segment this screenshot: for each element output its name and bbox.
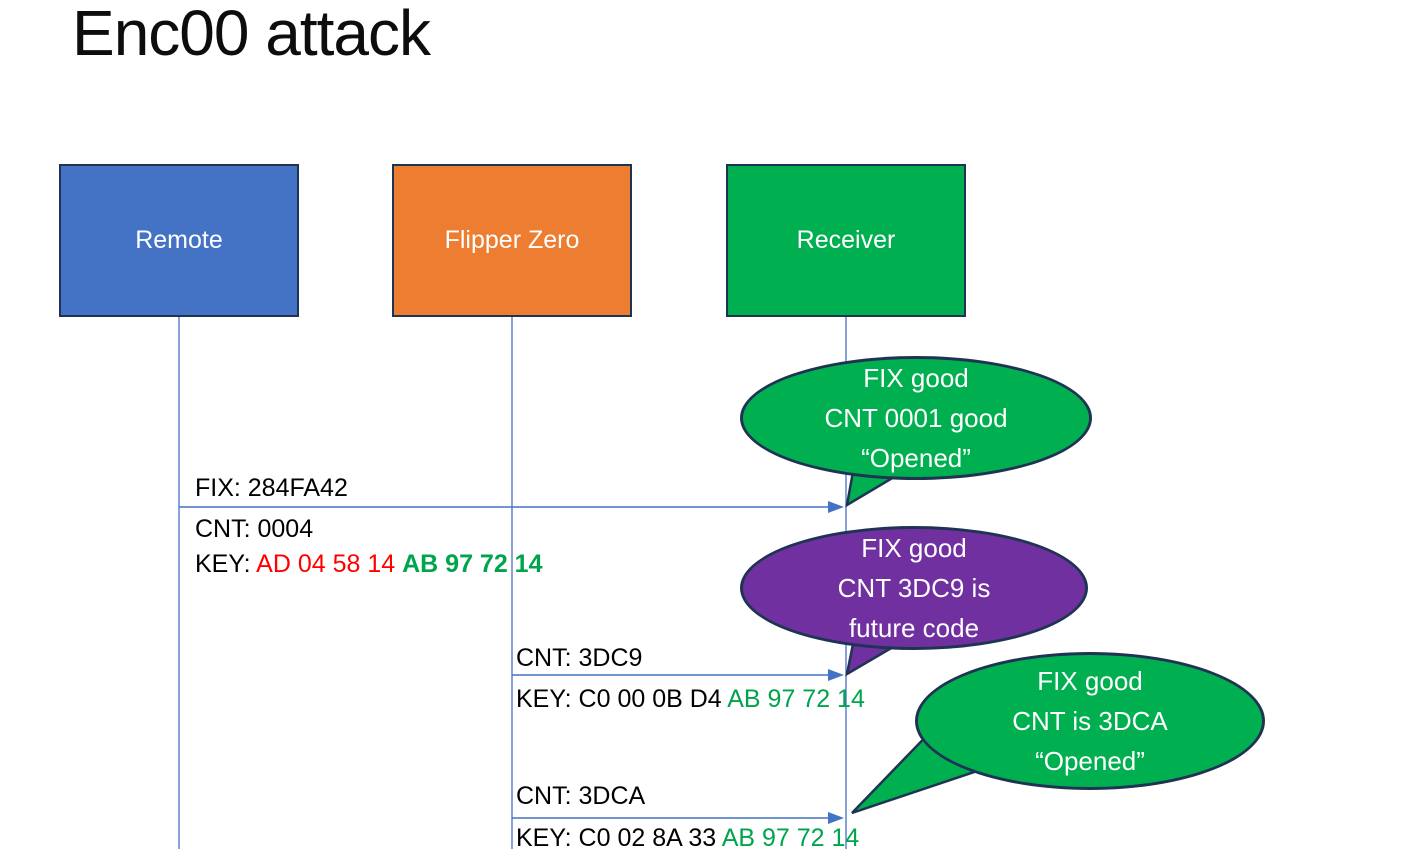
message-1-line-1: FIX: 284FA42 [195,473,348,503]
message-segment: AB 97 72 14 [721,824,860,852]
message-segment: CNT: 0004 [195,515,314,543]
message-segment: CNT: 3DCA [516,782,646,810]
message-segment: CNT: 3DC9 [516,644,643,672]
speech-bubble-3-line-3: “Opened” [1035,746,1145,776]
arrowhead-icon [828,501,844,513]
message-segment: AB 97 72 14 [402,550,543,578]
message-3-line-1: CNT: 3DCA [516,781,645,811]
speech-bubble-2-line-3: future code [848,613,980,643]
speech-bubble-1-line-2: CNT 0001 good [824,403,1008,433]
slide-title: Enc00 attack [72,0,431,69]
actor-box-remote: Remote [59,164,299,317]
speech-bubble-1-line-1: FIX good [863,363,969,393]
message-segment: KEY: C0 02 8A 33 [516,824,722,852]
speech-bubble-1-line-3: “Opened” [861,443,971,473]
message-1-line-3: KEY: AD 04 58 14 AB 97 72 14 [195,549,542,579]
message-segment: KEY: [195,550,257,578]
arrowhead-icon [828,812,844,824]
actor-label-receiver: Receiver [796,226,896,254]
message-3-line-2: KEY: C0 02 8A 33 AB 97 72 14 [516,823,859,853]
speech-bubble-2-line-1: FIX good [861,533,967,563]
message-segment: AD 04 58 14 [256,550,403,578]
message-1-line-2: CNT: 0004 [195,514,313,544]
speech-bubble-3-line-2: CNT is 3DCA [1012,706,1168,736]
speech-bubble-3-line-1: FIX good [1037,666,1143,696]
actor-box-flipper: Flipper Zero [392,164,632,317]
arrowhead-icon [828,669,844,681]
message-segment: AB 97 72 14 [727,685,865,713]
message-2-line-2: KEY: C0 00 0B D4 AB 97 72 14 [516,684,865,714]
message-segment: KEY: C0 00 0B D4 [516,685,728,713]
message-2-line-1: CNT: 3DC9 [516,643,642,673]
actor-label-remote: Remote [135,226,223,254]
speech-bubble-2-line-2: CNT 3DC9 is [837,573,991,603]
message-segment: FIX: 284FA42 [195,474,348,502]
actor-box-receiver: Receiver [726,164,966,317]
actor-label-flipper: Flipper Zero [444,226,580,254]
